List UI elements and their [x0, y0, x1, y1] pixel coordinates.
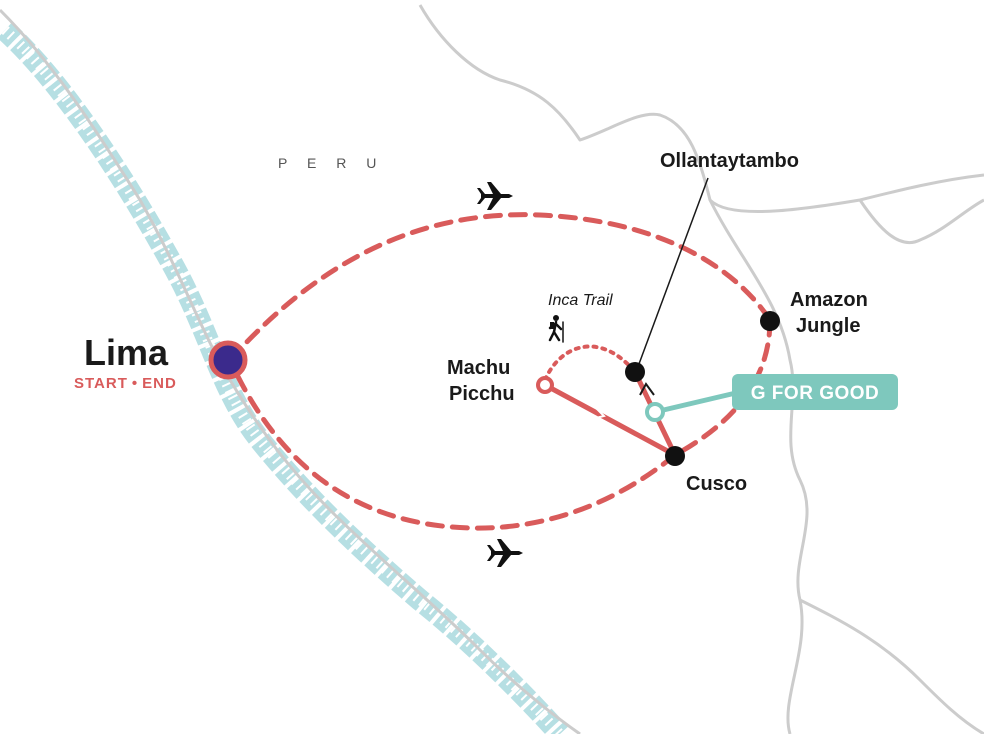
- coastline: [0, 21, 569, 734]
- amazon-marker: [760, 311, 780, 331]
- ollantaytambo-label: Ollantaytambo: [660, 150, 799, 172]
- amazon-label-line1: Amazon: [790, 289, 868, 311]
- airplane-icon: [487, 539, 523, 567]
- lima-start-end-label: START•END: [74, 375, 177, 392]
- direction-chevron-icon: [587, 403, 606, 421]
- g-for-good-marker: [645, 402, 665, 422]
- g-for-good-badge-label: G FOR GOOD: [751, 383, 880, 404]
- amazon-label-line2: Jungle: [796, 315, 860, 337]
- flight-route-out: [227, 212, 773, 363]
- country-label: P E R U: [278, 155, 384, 171]
- country-borders: [0, 4, 984, 734]
- machu-picchu-label-line2: Picchu: [449, 383, 515, 405]
- brazil-border: [858, 198, 984, 245]
- g-for-good-badge-background: [732, 374, 898, 410]
- route-machu-picchu-cusco: [542, 382, 678, 458]
- peru-border-east: [708, 199, 809, 734]
- lima-marker: [208, 340, 248, 380]
- lima-separator-dot: •: [132, 375, 138, 392]
- ollantaytambo-marker: [625, 362, 645, 382]
- lima-start-label: START: [74, 375, 128, 392]
- inca-trail-label: Inca Trail: [548, 292, 613, 309]
- bolivia-border: [799, 598, 984, 734]
- peru-border-west: [0, 8, 581, 734]
- flight-route-back: [227, 357, 678, 531]
- g-for-good-badge[interactable]: G FOR GOOD: [732, 374, 898, 410]
- cusco-label: Cusco: [686, 473, 747, 495]
- inca-trail-route: [543, 344, 637, 382]
- cusco-marker: [665, 446, 685, 466]
- lima-end-label: END: [142, 375, 177, 392]
- machu-picchu-label-line1: Machu: [447, 357, 510, 379]
- airplane-icon: [477, 182, 513, 210]
- machu-picchu-marker: [536, 376, 554, 394]
- direction-chevron-icon: [639, 382, 655, 396]
- g-for-good-connector: [654, 389, 741, 415]
- ollantaytambo-leader-line: [635, 177, 709, 373]
- peru-border-north: [418, 4, 984, 213]
- lima-label: Lima: [84, 332, 169, 373]
- hiker-icon: [548, 315, 564, 343]
